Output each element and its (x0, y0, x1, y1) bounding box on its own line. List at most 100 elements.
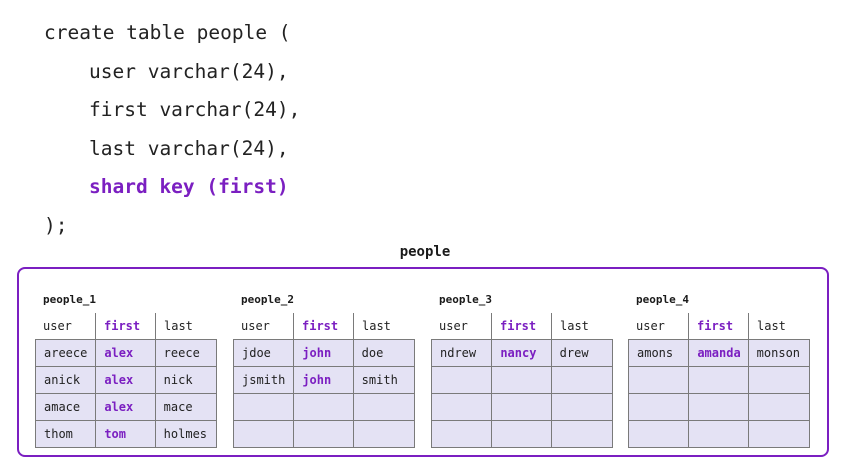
column-header-user: user (636, 319, 665, 333)
cell-user (432, 367, 491, 393)
cell-last: smith (352, 367, 414, 393)
shard-name: people_2 (241, 293, 294, 306)
cell-user: amons (637, 346, 674, 360)
column-header-user: user (241, 319, 270, 333)
column-header-last: last (551, 313, 613, 339)
cell-user (629, 394, 688, 420)
code-line-first: first varchar(24), (89, 98, 301, 121)
cell-first: john (293, 367, 352, 393)
cell-first: alex (95, 340, 154, 366)
cell-first (293, 421, 352, 447)
table-row (432, 366, 612, 393)
column-header-user: user (439, 319, 468, 333)
cell-first (688, 367, 747, 393)
diagram-title: people (399, 244, 451, 260)
cell-last (550, 394, 612, 420)
cell-user (234, 421, 293, 447)
table-row (629, 420, 809, 447)
column-header-last: last (748, 313, 810, 339)
cell-user: areece (44, 346, 88, 360)
table-row (629, 366, 809, 393)
cell-first: amanda (688, 340, 747, 366)
cell-last (747, 394, 809, 420)
people-table-box (17, 267, 829, 457)
column-header-last: last (155, 313, 217, 339)
cell-first: tom (95, 421, 154, 447)
cell-user (432, 421, 491, 447)
code-line-create: create table people ( (44, 21, 291, 44)
cell-last (352, 394, 414, 420)
table-row (432, 393, 612, 420)
cell-user: jsmith (242, 373, 286, 387)
cell-user: jdoe (242, 346, 271, 360)
cell-first (491, 367, 550, 393)
cell-last: drew (550, 340, 612, 366)
cell-first: alex (95, 394, 154, 420)
cell-last: reece (154, 340, 216, 366)
table-row (234, 393, 414, 420)
cell-first (491, 421, 550, 447)
column-header-user: user (43, 319, 72, 333)
cell-last: holmes (154, 421, 216, 447)
cell-first: john (293, 340, 352, 366)
cell-first (293, 394, 352, 420)
shard-name: people_1 (43, 293, 96, 306)
table-row (234, 420, 414, 447)
cell-last (747, 421, 809, 447)
cell-last (550, 367, 612, 393)
shard-name: people_3 (439, 293, 492, 306)
cell-last (747, 367, 809, 393)
cell-last: doe (352, 340, 414, 366)
cell-user: anick (44, 373, 81, 387)
cell-last: mace (154, 394, 216, 420)
cell-last (352, 421, 414, 447)
cell-user (629, 367, 688, 393)
cell-user (432, 394, 491, 420)
column-header-first: first (688, 313, 748, 339)
cell-first (688, 394, 747, 420)
cell-user (629, 421, 688, 447)
column-header-first: first (491, 313, 551, 339)
cell-user (234, 394, 293, 420)
cell-user: ndrew (440, 346, 477, 360)
sql-create-table-code: create table people ( user varchar(24), … (44, 14, 300, 245)
cell-last: monson (747, 340, 809, 366)
code-line-close: ); (44, 213, 68, 237)
shard-name: people_4 (636, 293, 689, 306)
code-line-last: last varchar(24), (89, 136, 289, 160)
cell-first: nancy (491, 340, 550, 366)
cell-first (491, 394, 550, 420)
code-line-shard-key: shard key (first) (89, 175, 289, 198)
cell-user: thom (44, 427, 73, 441)
cell-last: nick (154, 367, 216, 393)
cell-first (688, 421, 747, 447)
code-line-user: user varchar(24), (89, 59, 289, 83)
column-header-first: first (95, 313, 155, 339)
table-row (432, 420, 612, 447)
cell-first: alex (95, 367, 154, 393)
table-row (629, 393, 809, 420)
cell-user: amace (44, 400, 81, 414)
cell-last (550, 421, 612, 447)
column-header-last: last (353, 313, 415, 339)
